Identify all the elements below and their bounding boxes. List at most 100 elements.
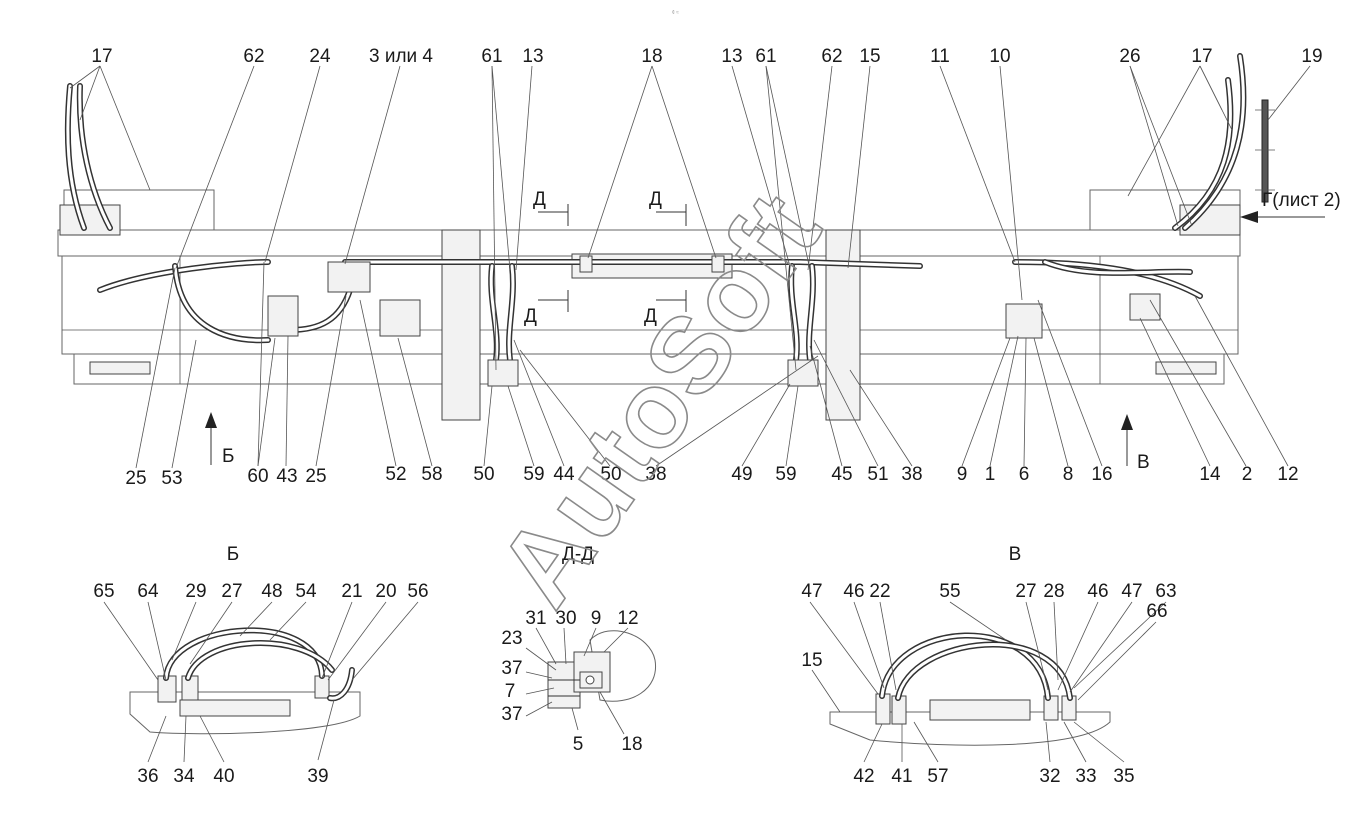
callout: 47 [1121,581,1142,602]
callout: 15 [801,650,822,671]
sheet-reference: Г(лист 2) [1262,190,1341,211]
callout: 5 [573,734,584,755]
callout: 48 [261,581,282,602]
callout: 24 [309,46,331,67]
callout: 12 [617,608,638,629]
callout: 33 [1075,766,1096,787]
section-mark-d: Д [524,306,537,327]
callout: 23 [501,628,522,649]
main-view-top-labels: 17 62 24 3 или 4 61 13 18 13 61 62 15 11… [91,46,1322,67]
callout: 59 [523,464,544,485]
callout: 59 [775,464,796,485]
detail-view-b: Б 65 64 29 27 48 54 [93,544,428,787]
callout: 17 [1191,46,1212,67]
callout: 46 [1087,581,1108,602]
callout: 15 [859,46,880,67]
callout: 31 [525,608,546,629]
callout: 60 [247,466,268,487]
callout: 63 [1155,581,1176,602]
callout: 56 [407,581,428,602]
frame-beam [57,229,1241,257]
main-view: Д Д Д Д Б В Г(лист 2) [57,46,1341,489]
detail-view-v: В 47 46 2 [801,544,1176,787]
callout: 50 [473,464,494,485]
view-title: Д-Д [562,544,594,565]
callout: 26 [1119,46,1140,67]
callout: 22 [869,581,890,602]
callout: 35 [1113,766,1134,787]
callout: 1 [985,464,996,485]
callout: 18 [621,734,642,755]
callout: 45 [831,464,852,485]
callout: 62 [243,46,264,67]
callout: 64 [137,581,159,602]
callout: 43 [276,466,297,487]
header-mark: ¢ ≈ [672,10,679,16]
callout: 50 [600,464,621,485]
callout: 37 [501,704,522,725]
callout: 39 [307,766,328,787]
callout: 58 [421,464,442,485]
callout: 61 [755,46,776,67]
callout: 8 [1063,464,1074,485]
callout: 11 [930,46,950,67]
callout: 27 [221,581,242,602]
view-arrow-b-label: Б [222,446,234,467]
view-title: В [1009,544,1022,565]
callout: 27 [1015,581,1036,602]
callout: 30 [555,608,576,629]
callout: 29 [185,581,206,602]
callout: 10 [989,46,1010,67]
callout: 13 [721,46,742,67]
callout: 34 [173,766,195,787]
callout: 53 [161,468,182,489]
callout: 3 или 4 [369,46,433,67]
callout: 66 [1146,601,1167,622]
callout: 9 [957,464,968,485]
view-arrow-v-label: В [1137,452,1150,473]
callout: 9 [591,608,602,629]
callout: 28 [1043,581,1064,602]
callout: 61 [481,46,502,67]
callout: 37 [501,658,522,679]
callout: 38 [901,464,922,485]
callout: 44 [553,464,575,485]
callout: 12 [1277,464,1298,485]
callout: 42 [853,766,874,787]
callout: 49 [731,464,752,485]
callout: 25 [125,468,146,489]
valve-block-right [1005,303,1043,339]
callout: 32 [1039,766,1060,787]
callout: 41 [891,766,912,787]
callout: 46 [843,581,864,602]
callout: 19 [1301,46,1322,67]
valve-block-left [327,261,371,293]
callout: 18 [641,46,662,67]
callout: 36 [137,766,158,787]
section-view-dd: Д-Д 31 30 9 12 23 37 7 37 5 18 [501,544,656,755]
callout: 25 [305,466,326,487]
callout: 14 [1199,464,1221,485]
callout: 16 [1091,464,1112,485]
callout: 57 [927,766,948,787]
callout: 55 [939,581,960,602]
callout: 51 [867,464,888,485]
callout: 21 [341,581,362,602]
callout: 62 [821,46,842,67]
callout: 17 [91,46,112,67]
callout: 7 [505,681,516,702]
callout: 13 [522,46,543,67]
callout: 65 [93,581,114,602]
callout: 52 [385,464,406,485]
callout: 40 [213,766,234,787]
callout: 2 [1242,464,1253,485]
callout: 20 [375,581,396,602]
callout: 38 [645,464,666,485]
section-mark-d: Д [644,306,657,327]
callout: 54 [295,581,317,602]
callout: 47 [801,581,822,602]
frame-lower-rail [73,353,1225,385]
callout: 6 [1019,464,1030,485]
main-view-bottom-labels: 25 53 60 43 25 52 58 50 59 44 50 38 49 5… [125,464,1298,489]
